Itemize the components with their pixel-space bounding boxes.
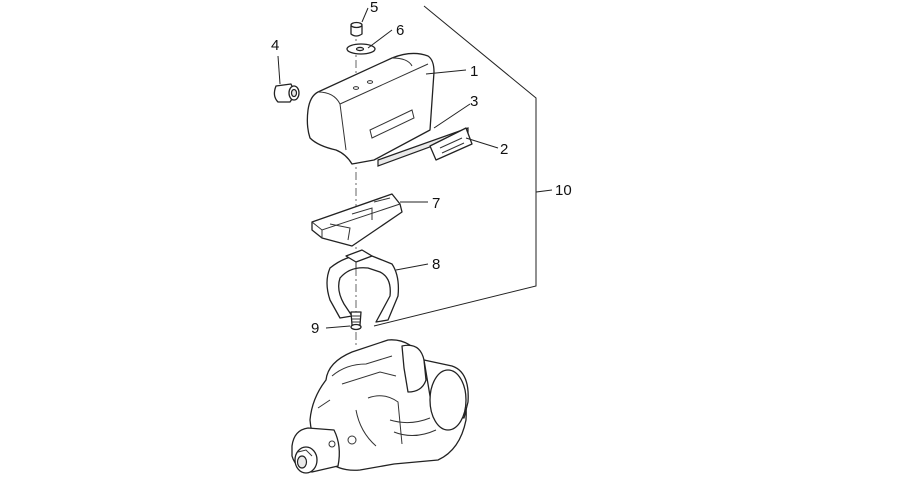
part-9-screw	[350, 311, 362, 331]
callout-9: 9	[311, 320, 319, 337]
callout-8: 8	[432, 256, 440, 273]
callout-2: 2	[500, 141, 508, 158]
starter-motor	[291, 339, 469, 474]
leader-4	[277, 55, 281, 85]
callout-4: 4	[271, 37, 279, 54]
leader-6	[367, 29, 393, 49]
part-2-label-plate	[429, 127, 473, 161]
leader-1	[425, 69, 467, 75]
part-5-cap	[350, 21, 363, 37]
leader-5	[361, 7, 369, 23]
part-4-grommet	[273, 83, 300, 103]
part-7-rubber-pad	[311, 193, 403, 247]
callout-3: 3	[470, 93, 478, 110]
leader-9	[325, 325, 351, 329]
callout-numbers: 1 2 3 4 5 6 7 8 9 10	[271, 0, 572, 337]
leader-2	[465, 137, 499, 149]
leader-8	[395, 263, 429, 271]
callout-6: 6	[396, 22, 404, 39]
callout-5: 5	[370, 0, 378, 16]
callout-7: 7	[432, 195, 440, 212]
part-6-washer	[346, 43, 376, 55]
callout-10: 10	[555, 182, 572, 199]
leader-3	[433, 103, 471, 129]
leader-lines	[277, 5, 553, 329]
callout-1: 1	[470, 63, 478, 80]
part-8-bracket-clip	[326, 249, 400, 323]
part-1-cover	[306, 52, 435, 165]
leader-10-bracket	[373, 5, 553, 327]
